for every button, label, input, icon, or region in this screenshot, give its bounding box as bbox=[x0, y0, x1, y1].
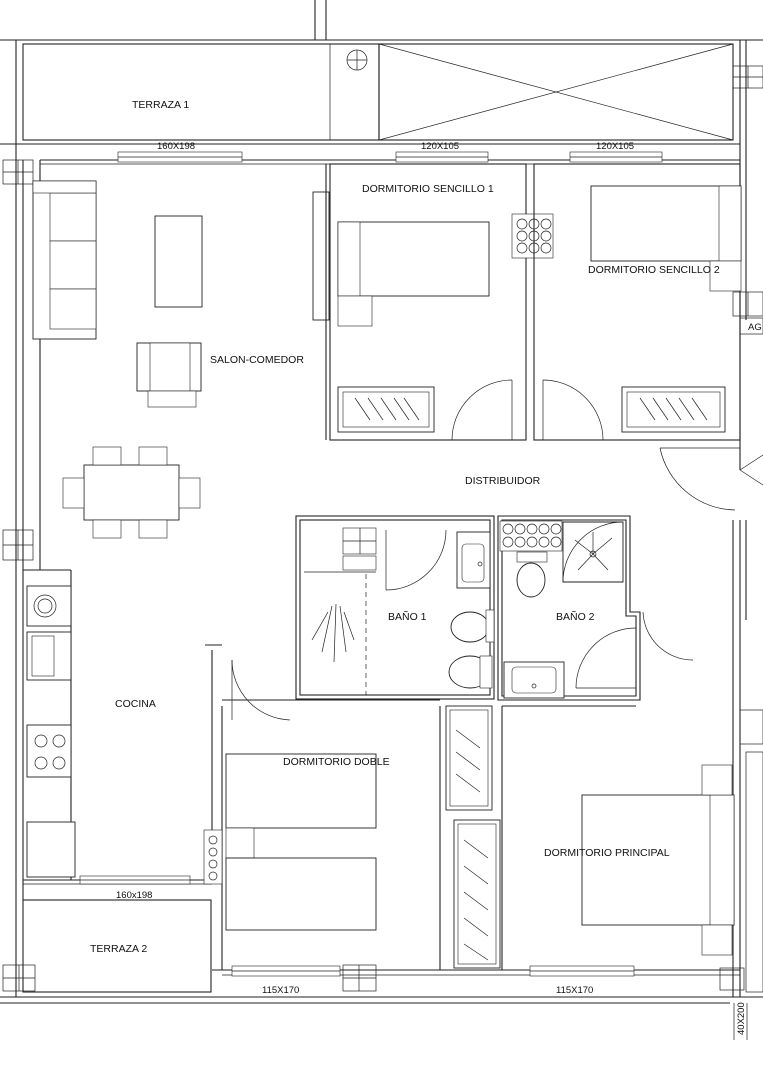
window-dim-cocina: 160x198 bbox=[116, 890, 152, 901]
window-dim-salon: 160X198 bbox=[157, 141, 195, 152]
room-label-dormitorio-sencillo-1: DORMITORIO SENCILLO 1 bbox=[362, 183, 494, 195]
dormitorio-sencillo-2: AG DORMITORIO SENCILLO 2 bbox=[533, 163, 763, 441]
window-dim-side: 40X200 bbox=[736, 1002, 747, 1035]
room-label-bano-1: BAÑO 1 bbox=[388, 610, 427, 623]
window-dim-dorm-1: 120X105 bbox=[421, 141, 459, 152]
bottom-window-band: 115X170 115X170 40X200 bbox=[212, 964, 748, 1040]
terraza-2: 160x198 TERRAZA 2 bbox=[2, 875, 212, 993]
edge-label-ag: AG bbox=[748, 322, 762, 333]
room-label-bano-2: BAÑO 2 bbox=[556, 610, 595, 623]
bano-2: BAÑO 2 bbox=[497, 515, 694, 701]
bano-1: BAÑO 1 bbox=[295, 515, 495, 700]
window-dim-dorm-2: 120X105 bbox=[596, 141, 634, 152]
room-label-terraza-1: TERRAZA 1 bbox=[132, 99, 189, 111]
room-label-cocina: COCINA bbox=[115, 698, 156, 710]
room-label-salon-comedor: SALON-COMEDOR bbox=[210, 354, 304, 366]
salon-comedor: SALON-COMEDOR bbox=[2, 180, 330, 561]
room-label-terraza-2: TERRAZA 2 bbox=[90, 943, 147, 955]
dormitorio-principal: DORMITORIO PRINCIPAL bbox=[502, 705, 763, 993]
room-label-dormitorio-doble: DORMITORIO DOBLE bbox=[283, 756, 390, 768]
room-label-distribuidor: DISTRIBUIDOR bbox=[465, 475, 541, 487]
terraza-1: TERRAZA 1 bbox=[22, 43, 763, 141]
window-dim-principal: 115X170 bbox=[556, 985, 593, 996]
dormitorio-sencillo-1: DORMITORIO SENCILLO 1 bbox=[325, 163, 554, 441]
top-window-band: 160X198 120X105 120X105 bbox=[0, 141, 740, 185]
dormitorio-doble: DORMITORIO DOBLE bbox=[203, 699, 441, 970]
window-dim-doble: 115X170 bbox=[262, 985, 299, 996]
room-label-dormitorio-principal: DORMITORIO PRINCIPAL bbox=[544, 847, 670, 859]
room-label-dormitorio-sencillo-2: DORMITORIO SENCILLO 2 bbox=[588, 264, 720, 276]
distribuidor: DISTRIBUIDOR bbox=[465, 447, 763, 511]
corridor-wardrobes bbox=[445, 705, 503, 970]
